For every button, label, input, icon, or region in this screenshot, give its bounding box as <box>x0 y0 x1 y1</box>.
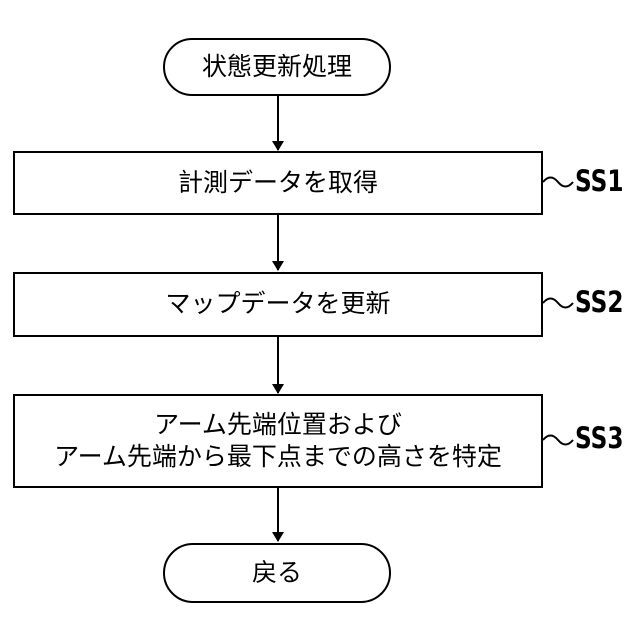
step-ss2-text: マップデータを更新 <box>165 288 390 321</box>
start-terminal: 状態更新処理 <box>163 38 391 96</box>
step-ss1-box: 計測データを取得 <box>13 151 543 215</box>
step-ss3-text-line1: アーム先端位置および <box>154 409 402 442</box>
step-ss3-box: アーム先端位置および アーム先端から最下点までの高さを特定 <box>13 394 543 488</box>
step-ss1-id: SS1 <box>575 164 624 198</box>
step-ss3-text-line2: アーム先端から最下点までの高さを特定 <box>54 441 502 474</box>
step-ss1-text: 計測データを取得 <box>178 167 378 200</box>
leader-ss3 <box>543 436 573 445</box>
end-terminal-label: 戻る <box>252 557 302 590</box>
step-ss2-box: マップデータを更新 <box>13 272 543 337</box>
leader-ss2 <box>543 299 573 308</box>
step-ss2-id: SS2 <box>575 285 624 319</box>
step-ss3-id: SS3 <box>575 421 624 455</box>
leader-ss1 <box>543 178 573 187</box>
end-terminal: 戻る <box>163 543 391 603</box>
start-terminal-label: 状態更新処理 <box>202 51 352 84</box>
